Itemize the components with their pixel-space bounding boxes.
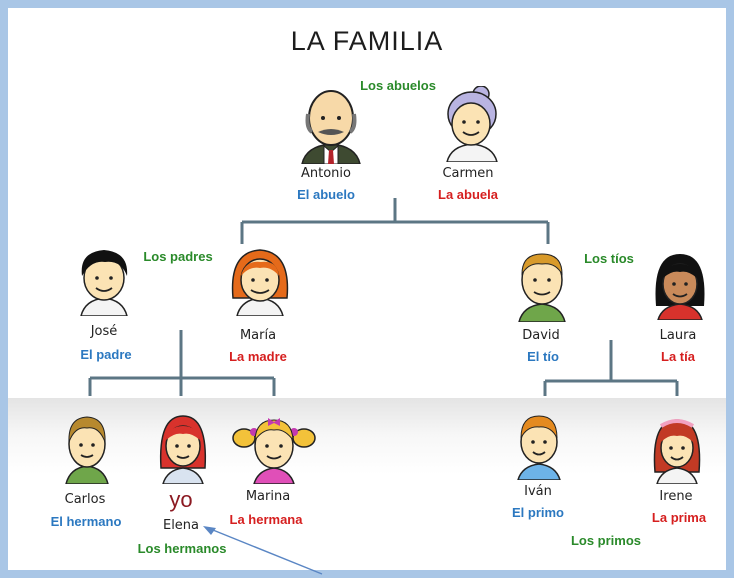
elena-yo-label: yo [169, 487, 193, 512]
uncles-connector [543, 340, 679, 396]
laura-role: La tía [661, 349, 695, 364]
group-label-abuelos: Los abuelos [360, 78, 436, 93]
ivan-figure [517, 415, 561, 480]
marina-name: Marina [245, 489, 291, 504]
maria-name: María [239, 328, 277, 343]
carmen-role: La abuela [438, 187, 498, 202]
jose-role: El padre [80, 347, 132, 362]
ivan-name: Iván [524, 484, 552, 499]
carlos-figure [65, 416, 109, 484]
irene-name: Irene [659, 489, 693, 504]
group-label-padres: Los padres [143, 249, 213, 264]
irene-figure [653, 419, 701, 484]
marina-role: La hermana [229, 512, 303, 527]
irene-role: La prima [651, 510, 707, 525]
marina-figure [232, 418, 316, 484]
carlos-role: El hermano [50, 514, 122, 529]
david-figure [518, 253, 566, 322]
page-title: LA FAMILIA [290, 26, 444, 56]
pointer-arrowhead [203, 526, 216, 535]
maria-figure [231, 249, 289, 316]
antonio-name: Antonio [301, 166, 351, 181]
grandparents-connector [240, 198, 550, 244]
antonio-role: El abuelo [297, 187, 355, 202]
jose-name: José [90, 324, 118, 339]
laura-name: Laura [659, 328, 697, 343]
carmen-figure [446, 86, 498, 162]
david-name: David [522, 328, 560, 343]
group-label-hermanos: Los hermanos [137, 541, 227, 556]
antonio-figure [301, 90, 361, 164]
children-band [8, 398, 726, 568]
group-label-tios: Los tíos [584, 251, 634, 266]
pointer-arrow [207, 527, 323, 575]
carmen-name: Carmen [442, 166, 494, 181]
elena-figure [159, 415, 207, 484]
carlos-name: Carlos [64, 492, 106, 507]
jose-figure [80, 250, 128, 316]
david-role: El tío [527, 349, 559, 364]
maria-role: La madre [229, 349, 287, 364]
ivan-role: El primo [511, 505, 565, 520]
laura-figure [655, 254, 705, 320]
group-label-primos: Los primos [570, 533, 642, 548]
elena-name: Elena [162, 518, 200, 533]
parents-connector [88, 330, 276, 396]
